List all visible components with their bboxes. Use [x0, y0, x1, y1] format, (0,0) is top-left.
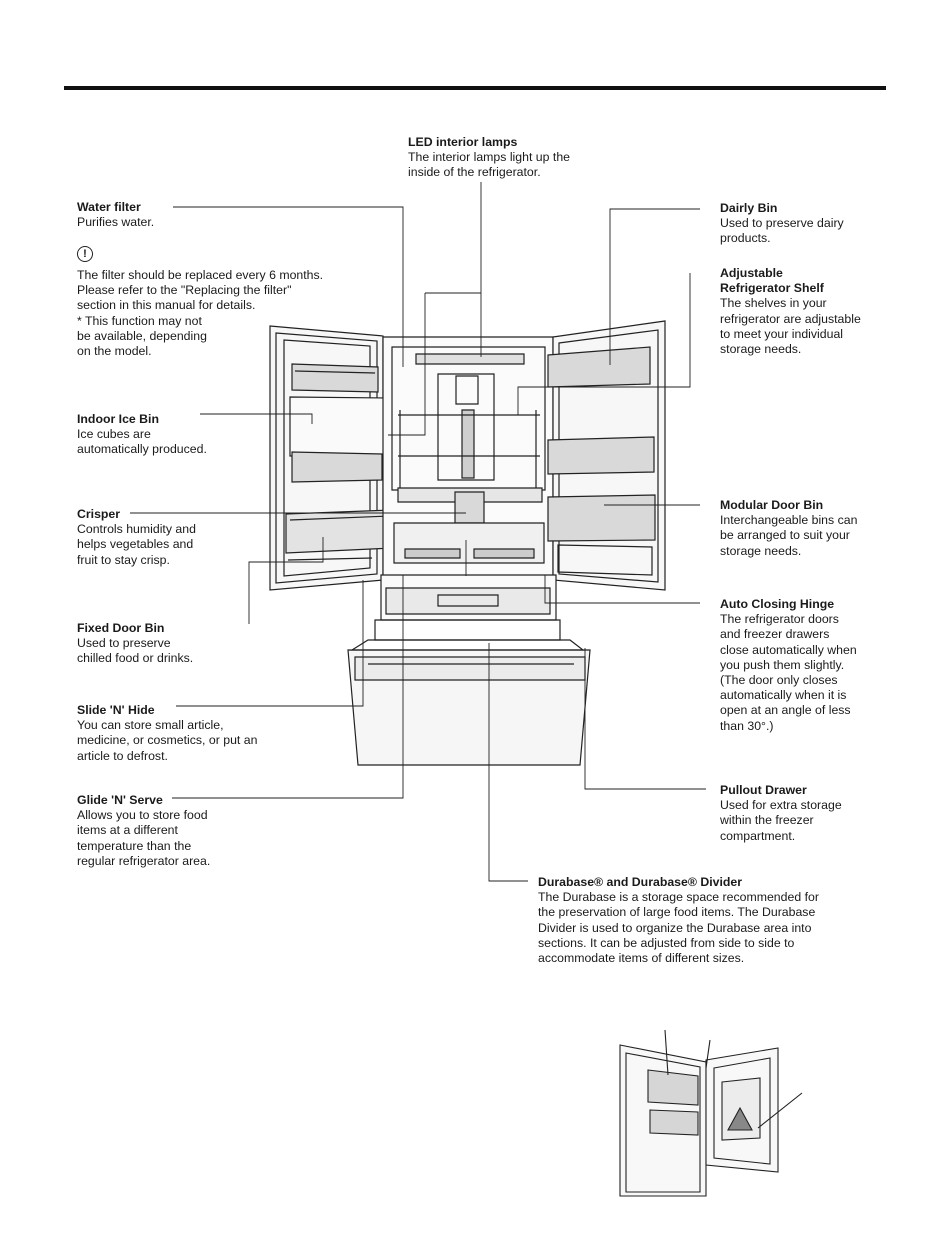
adjustable-shelf-title: Adjustable Refrigerator Shelf: [720, 266, 824, 296]
label-adjustable-shelf: Adjustable Refrigerator Shelf The shelve…: [720, 266, 861, 357]
slide-hide-desc: You can store small article, medicine, o…: [77, 718, 258, 763]
cabinet: [382, 336, 554, 581]
adjustable-shelf-desc: The shelves in your refrigerator are adj…: [720, 296, 861, 357]
label-glide-serve: Glide 'N' Serve Allows you to store food…: [77, 793, 210, 869]
label-modular-bin: Modular Door Bin Interchangeable bins ca…: [720, 498, 857, 559]
label-fixed-bin: Fixed Door Bin Used to preserve chilled …: [77, 621, 193, 667]
auto-hinge-desc: The refrigerator doors and freezer drawe…: [720, 612, 857, 733]
water-filter-desc: Purifies water.: [77, 215, 155, 230]
label-water-filter: Water filter Purifies water.: [77, 200, 154, 230]
freezer-section: [347, 574, 591, 766]
glide-serve-desc: Allows you to store food items at a diff…: [77, 808, 211, 868]
label-pullout-drawer: Pullout Drawer Used for extra storage wi…: [720, 783, 842, 844]
slide-hide-title: Slide 'N' Hide: [77, 703, 155, 717]
right-door: [547, 320, 666, 591]
label-crisper: Crisper Controls humidity and helps vege…: [77, 507, 196, 568]
durabase-desc: The Durabase is a storage space recommen…: [538, 890, 819, 966]
filter-note: ! The filter should be replaced every 6 …: [77, 246, 323, 359]
led-lamps-title: LED interior lamps: [408, 135, 518, 149]
glide-serve-title: Glide 'N' Serve: [77, 793, 163, 807]
ice-bin-desc: Ice cubes are automatically produced.: [77, 427, 207, 457]
fixed-bin-title: Fixed Door Bin: [77, 621, 165, 635]
inset-illustration: [619, 1029, 803, 1197]
left-door: [269, 325, 394, 591]
modular-bin-title: Modular Door Bin: [720, 498, 824, 512]
label-auto-hinge: Auto Closing Hinge The refrigerator door…: [720, 597, 857, 734]
pullout-drawer-title: Pullout Drawer: [720, 783, 807, 797]
filter-note-text: The filter should be replaced every 6 mo…: [77, 268, 324, 359]
label-ice-bin: Indoor Ice Bin Ice cubes are automatical…: [77, 412, 207, 458]
pullout-drawer-desc: Used for extra storage within the freeze…: [720, 798, 842, 843]
label-led-lamps: LED interior lamps The interior lamps li…: [408, 135, 570, 181]
label-durabase: Durabase® and Durabase® Divider The Dura…: [538, 875, 819, 966]
ice-bin-title: Indoor Ice Bin: [77, 412, 159, 426]
label-dairy-bin: Dairly Bin Used to preserve dairy produc…: [720, 201, 844, 247]
dairy-bin-desc: Used to preserve dairy products.: [720, 216, 844, 246]
auto-hinge-title: Auto Closing Hinge: [720, 597, 835, 611]
crisper-title: Crisper: [77, 507, 121, 521]
crisper-desc: Controls humidity and helps vegetables a…: [77, 522, 196, 567]
exclamation-circle-icon: !: [77, 246, 93, 262]
modular-bin-desc: Interchangeable bins can be arranged to …: [720, 513, 858, 558]
led-lamps-desc: The interior lamps light up the inside o…: [408, 150, 570, 180]
header-rule: [64, 86, 886, 90]
water-filter-title: Water filter: [77, 200, 141, 214]
fixed-bin-desc: Used to preserve chilled food or drinks.: [77, 636, 194, 666]
label-slide-hide: Slide 'N' Hide You can store small artic…: [77, 703, 257, 764]
durabase-title: Durabase® and Durabase® Divider: [538, 875, 743, 889]
dairy-bin-title: Dairly Bin: [720, 201, 778, 215]
leader-lines: [130, 182, 706, 882]
